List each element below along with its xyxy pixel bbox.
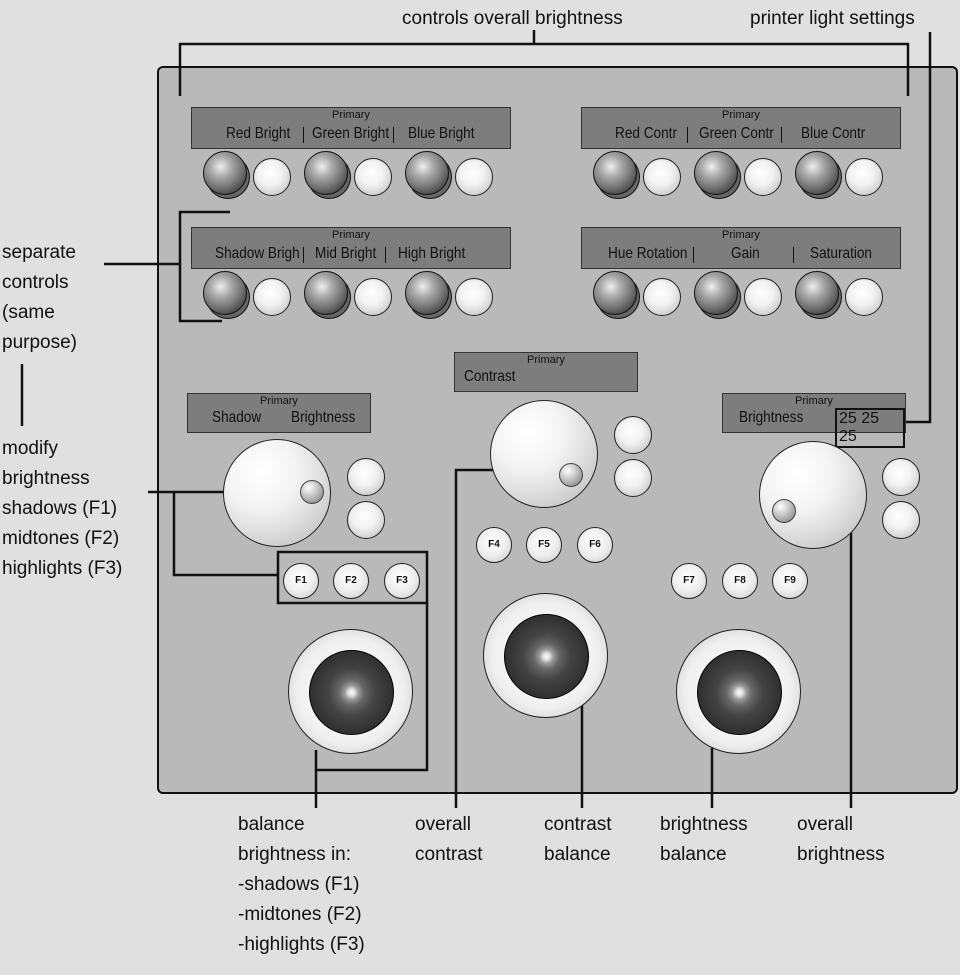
trackball-ball[interactable] — [697, 650, 782, 735]
display-shadow-brightness: Primary Shadow Brightness — [187, 393, 371, 433]
brightness-balance-trackball[interactable] — [676, 629, 801, 754]
red-bright-button[interactable] — [253, 158, 291, 196]
green-bright-knob[interactable] — [304, 151, 348, 195]
shadow-bright-button[interactable] — [253, 278, 291, 316]
label-hue-rotation: Hue Rotation — [608, 245, 688, 262]
label-mid-bright: Mid Bright — [315, 245, 377, 262]
green-bright-button[interactable] — [354, 158, 392, 196]
label-contrast: Contrast — [464, 368, 516, 385]
blue-contr-button[interactable] — [845, 158, 883, 196]
display-tone-bright: Primary Shadow Brigh Mid Bright High Bri… — [191, 227, 511, 269]
trackball-ball[interactable] — [309, 650, 394, 735]
gain-knob[interactable] — [694, 271, 738, 315]
dial-indicator-icon — [559, 463, 583, 487]
blue-bright-button[interactable] — [455, 158, 493, 196]
shadow-bright-knob[interactable] — [203, 271, 247, 315]
f9-button[interactable]: F9 — [772, 563, 808, 599]
label-green-bright: Green Bright — [312, 125, 390, 142]
red-bright-knob[interactable] — [203, 151, 247, 195]
red-contr-button[interactable] — [643, 158, 681, 196]
hue-rotation-button[interactable] — [643, 278, 681, 316]
label-brightness-right: Brightness — [739, 409, 804, 426]
hue-rotation-knob[interactable] — [593, 271, 637, 315]
display-contrast: Primary Contrast — [454, 352, 638, 392]
label-green-contr: Green Contr — [699, 125, 774, 142]
label-blue-bright: Blue Bright — [408, 125, 475, 142]
annotation-controls-overall-brightness: controls overall brightness — [402, 8, 623, 29]
annotation-printer-light-settings: printer light settings — [750, 8, 915, 29]
printer-light-readout: 25 25 25 — [835, 408, 905, 448]
f7-button[interactable]: F7 — [671, 563, 707, 599]
mid-bright-knob[interactable] — [304, 271, 348, 315]
f5-button[interactable]: F5 — [526, 527, 562, 563]
display-brightness: Primary Brightness 25 25 25 — [722, 393, 906, 448]
shadow-balance-trackball[interactable] — [288, 629, 413, 754]
brightness-side-button-1[interactable] — [882, 458, 920, 496]
display-rgb-bright: Primary Red Bright Green Bright Blue Bri… — [191, 107, 511, 149]
shadow-brightness-dial[interactable] — [223, 439, 331, 547]
f2-button[interactable]: F2 — [333, 563, 369, 599]
red-contr-knob[interactable] — [593, 151, 637, 195]
display-color: Primary Hue Rotation Gain Saturation — [581, 227, 901, 269]
blue-bright-knob[interactable] — [405, 151, 449, 195]
overall-brightness-dial[interactable] — [759, 441, 867, 549]
dial-indicator-icon — [300, 480, 324, 504]
green-contr-knob[interactable] — [694, 151, 738, 195]
dial-indicator-icon — [772, 499, 796, 523]
contrast-side-button-2[interactable] — [614, 459, 652, 497]
overall-contrast-dial[interactable] — [490, 400, 598, 508]
green-contr-button[interactable] — [744, 158, 782, 196]
contrast-balance-trackball[interactable] — [483, 593, 608, 718]
high-bright-knob[interactable] — [405, 271, 449, 315]
display-rgb-contr: Primary Red Contr Green Contr Blue Contr — [581, 107, 901, 149]
label-blue-contr: Blue Contr — [801, 125, 866, 142]
blue-contr-knob[interactable] — [795, 151, 839, 195]
f6-button[interactable]: F6 — [577, 527, 613, 563]
saturation-button[interactable] — [845, 278, 883, 316]
mid-bright-button[interactable] — [354, 278, 392, 316]
label-red-contr: Red Contr — [615, 125, 677, 142]
f3-button[interactable]: F3 — [384, 563, 420, 599]
label-red-bright: Red Bright — [226, 125, 291, 142]
label-high-bright: High Bright — [398, 245, 466, 262]
brightness-side-button-2[interactable] — [882, 501, 920, 539]
label-shadow: Shadow — [212, 409, 262, 426]
shadow-side-button-2[interactable] — [347, 501, 385, 539]
label-brightness: Brightness — [291, 409, 356, 426]
saturation-knob[interactable] — [795, 271, 839, 315]
contrast-side-button-1[interactable] — [614, 416, 652, 454]
label-gain: Gain — [731, 245, 760, 262]
shadow-side-button-1[interactable] — [347, 458, 385, 496]
f4-button[interactable]: F4 — [476, 527, 512, 563]
f8-button[interactable]: F8 — [722, 563, 758, 599]
label-shadow-brigh: Shadow Brigh — [215, 245, 300, 262]
gain-button[interactable] — [744, 278, 782, 316]
trackball-ball[interactable] — [504, 614, 589, 699]
high-bright-button[interactable] — [455, 278, 493, 316]
label-saturation: Saturation — [810, 245, 872, 262]
f1-button[interactable]: F1 — [283, 563, 319, 599]
